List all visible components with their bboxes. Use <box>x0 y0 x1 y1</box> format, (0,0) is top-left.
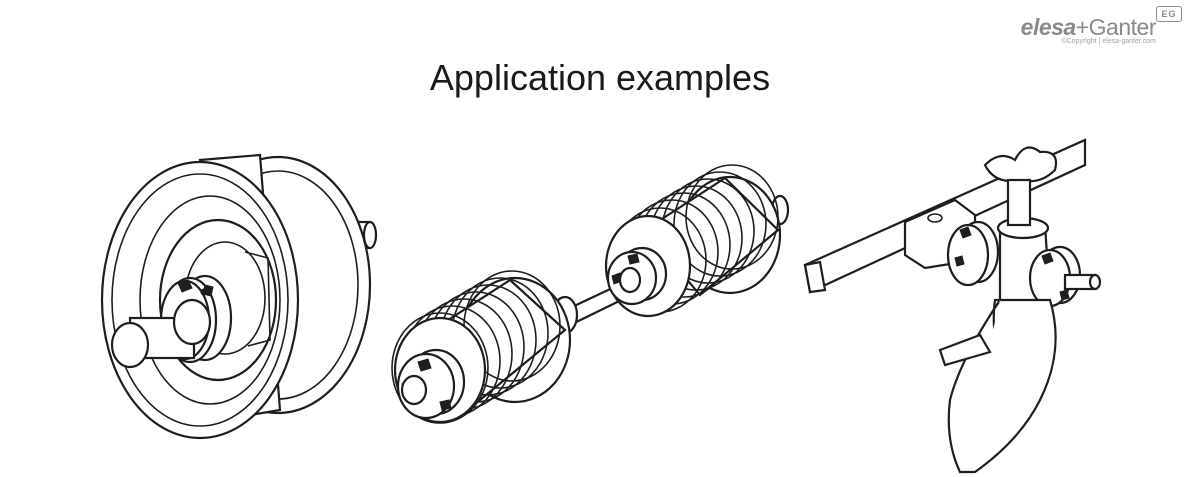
brand-badge: EG <box>1156 6 1182 22</box>
clamp-arm-with-collars-drawing <box>803 138 1102 474</box>
pulley-with-collar-drawing <box>100 153 378 440</box>
page-title: Application examples <box>429 57 771 98</box>
brand-logo: elesa+Ganter <box>1020 14 1157 40</box>
right-roller-drawing <box>604 164 790 318</box>
brand-logo-block: elesa+Ganter EG ©Copyright | elesa-gante… <box>1012 6 1182 46</box>
roller-shaft-with-collars-drawing <box>391 164 790 424</box>
left-roller-drawing <box>391 270 579 424</box>
brand-copyright: ©Copyright | elesa-ganter.com <box>1061 38 1156 45</box>
